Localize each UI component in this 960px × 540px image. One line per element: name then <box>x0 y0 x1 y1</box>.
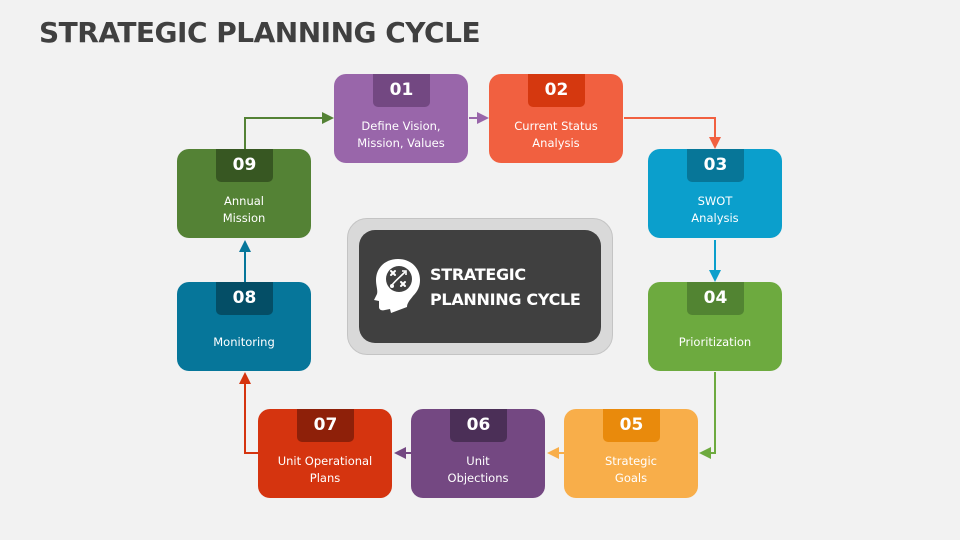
step-label-line2: Analysis <box>532 136 580 150</box>
step-number-badge: 06 <box>450 409 507 442</box>
step-label: Unit Operational Plans <box>262 453 388 487</box>
step-label-line1: Unit Operational <box>277 454 373 468</box>
step-number-badge: 07 <box>297 409 354 442</box>
center-title-line2: PLANNING CYCLE <box>430 290 581 309</box>
step-06-unit-objections: 06 Unit Objections <box>411 409 545 498</box>
step-label: Define Vision, Mission, Values <box>338 118 464 152</box>
step-04-prioritization: 04 Prioritization <box>648 282 782 371</box>
step-label-line2: Goals <box>614 471 648 485</box>
step-label: Unit Objections <box>415 453 541 487</box>
step-08-monitoring: 08 Monitoring <box>177 282 311 371</box>
step-05-strategic-goals: 05 Strategic Goals <box>564 409 698 498</box>
step-label-line1: Define Vision, <box>361 119 441 133</box>
step-07-unit-operational-plans: 07 Unit Operational Plans <box>258 409 392 498</box>
step-label: Monitoring <box>181 334 307 351</box>
step-label-line2: Objections <box>447 471 509 485</box>
step-02-current-status: 02 Current Status Analysis <box>489 74 623 163</box>
step-label-line2: Analysis <box>691 211 739 225</box>
step-number-badge: 03 <box>687 149 744 182</box>
page-title: STRATEGIC PLANNING CYCLE <box>39 16 481 49</box>
center-title: STRATEGIC PLANNING CYCLE <box>430 262 581 312</box>
step-number-badge: 04 <box>687 282 744 315</box>
step-label-line2: Mission, Values <box>357 136 445 150</box>
step-label-line2: Plans <box>309 471 341 485</box>
step-label: Strategic Goals <box>568 453 694 487</box>
center-title-line1: STRATEGIC <box>430 265 526 284</box>
step-label-line2: Mission <box>222 211 266 225</box>
step-03-swot: 03 SWOT Analysis <box>648 149 782 238</box>
head-strategy-icon <box>374 259 420 313</box>
step-label-line1: Unit <box>466 454 490 468</box>
step-label-line1: Prioritization <box>678 335 752 349</box>
step-label-line1: Annual <box>224 194 264 208</box>
step-number-badge: 02 <box>528 74 585 107</box>
step-label-line1: Current Status <box>514 119 598 133</box>
step-label-line1: SWOT <box>697 194 733 208</box>
step-number-badge: 09 <box>216 149 273 182</box>
step-number-badge: 05 <box>603 409 660 442</box>
step-label-line1: Strategic <box>605 454 657 468</box>
step-number-badge: 01 <box>373 74 430 107</box>
step-label: SWOT Analysis <box>652 193 778 227</box>
step-01-define-vision: 01 Define Vision, Mission, Values <box>334 74 468 163</box>
step-label: Current Status Analysis <box>493 118 619 152</box>
step-label: Annual Mission <box>181 193 307 227</box>
step-number-badge: 08 <box>216 282 273 315</box>
step-09-annual-mission: 09 Annual Mission <box>177 149 311 238</box>
step-label: Prioritization <box>652 334 778 351</box>
step-label-line1: Monitoring <box>213 335 275 349</box>
